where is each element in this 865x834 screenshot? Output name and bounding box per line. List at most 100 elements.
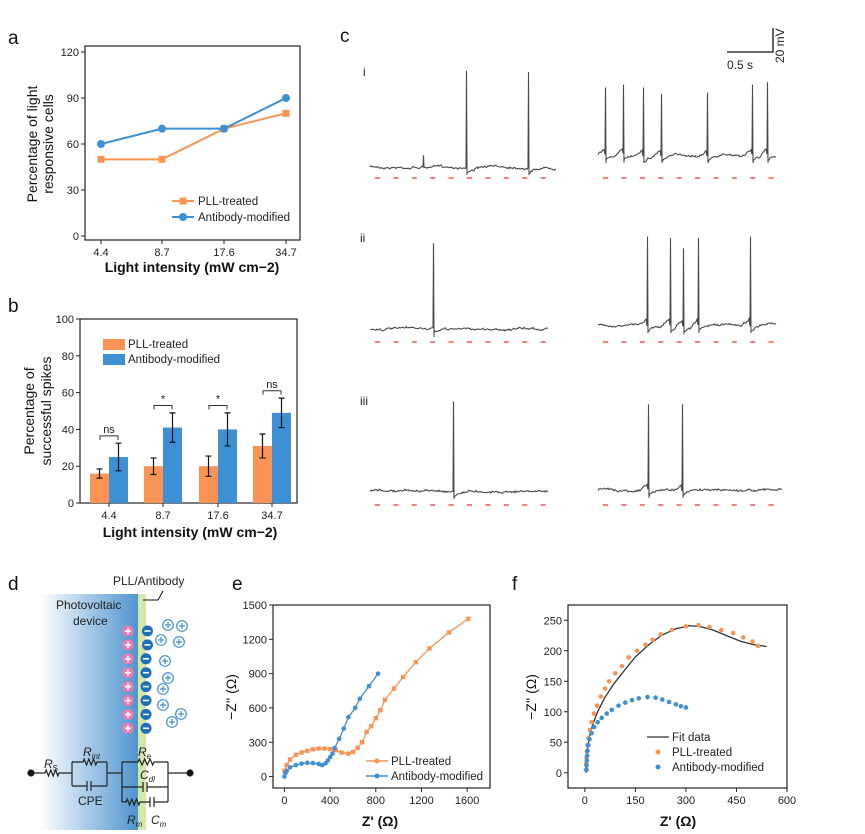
b-significance-bracket: [99, 435, 119, 440]
plus-glyph: [125, 641, 131, 648]
e-ytick-label: 0: [261, 772, 267, 784]
b-significance-label: *: [216, 393, 221, 405]
e-point: [339, 750, 344, 755]
a-legend-marker: [179, 213, 187, 221]
a-ylabel-line2: responsive cells: [40, 94, 56, 194]
b-bar-antibody: [272, 412, 291, 503]
e-point: [325, 758, 331, 763]
e-point: [446, 630, 452, 635]
f-point-pll: [594, 703, 600, 708]
plus-glyph: [160, 686, 166, 692]
e-point: [413, 659, 418, 665]
f-point-antibody: [629, 697, 635, 703]
c-scale-bar: [727, 28, 774, 53]
e-legend-pll: PLL-treated: [391, 756, 451, 768]
a-xtick-label: 34.7: [275, 247, 296, 259]
f-ytick-label: 0: [556, 768, 562, 780]
e-point: [401, 674, 406, 680]
b-legend-swatch: [103, 354, 125, 365]
a-point: [97, 140, 105, 148]
f-point-pll: [707, 624, 712, 630]
e-point: [299, 750, 304, 755]
e-point: [364, 729, 369, 735]
b-legend-antibody: Antibody-modified: [128, 354, 220, 366]
e-point: [359, 740, 365, 745]
f-point-antibody: [591, 724, 597, 730]
d-device-label-line2: device: [73, 614, 108, 628]
f-point-antibody: [673, 702, 679, 707]
b-ylabel-line1: Percentage of: [21, 367, 37, 454]
a-ylabel-line1: Percentage of light: [24, 86, 40, 203]
c-trace-i-right: [597, 82, 777, 164]
e-plot-frame: [272, 604, 491, 789]
f-point-antibody: [587, 736, 592, 742]
e-point: [366, 683, 372, 689]
plus-glyph: [125, 697, 131, 704]
b-ytick-label: 60: [62, 388, 74, 400]
e-point: [375, 671, 381, 676]
a-ytick-label: 60: [67, 139, 79, 151]
plus-glyph: [125, 683, 131, 690]
e-point: [373, 716, 378, 721]
e-ytick-label: 300: [249, 737, 267, 749]
e-point: [427, 646, 432, 651]
a-point: [97, 155, 105, 163]
e-point: [346, 714, 351, 720]
a-legend-marker: [179, 197, 187, 205]
a-series-line-antibody: [100, 97, 287, 145]
e-xlabel: Z' (Ω): [362, 813, 398, 829]
e-point: [382, 697, 388, 703]
d-leader-line: [143, 590, 164, 601]
b-ytick-label: 20: [62, 461, 74, 473]
b-legend-pll: PLL-treated: [128, 339, 188, 351]
f-point-pll: [740, 635, 746, 640]
d-device-label-line1: Photovoltaic: [56, 598, 121, 612]
e-ytick-label: 1500: [243, 600, 267, 612]
e-point: [352, 705, 358, 711]
c-trace-iii-right: [597, 404, 783, 499]
panel-label-f: f: [512, 574, 518, 595]
plus-glyph: [125, 725, 131, 732]
e-point: [378, 708, 383, 713]
d-cdl-label: Cdl: [140, 768, 155, 784]
a-xtick-label: 4.4: [93, 247, 108, 259]
plus-glyph: [125, 628, 131, 634]
b-ytick-label: 100: [56, 314, 74, 326]
f-point-antibody: [595, 719, 600, 725]
f-xtick-label: 300: [677, 795, 695, 807]
panel-label-a: a: [8, 28, 19, 49]
e-point: [350, 749, 356, 755]
d-cm-label: Cm: [151, 813, 167, 829]
e-point: [327, 754, 333, 760]
b-bar-antibody: [218, 429, 237, 503]
a-point: [282, 94, 290, 102]
a-ytick-label: 120: [61, 47, 79, 59]
plus-glyph: [125, 655, 131, 662]
e-point: [316, 746, 321, 751]
f-point-pll: [750, 639, 755, 644]
plus-glyph: [125, 669, 131, 676]
f-legend-pll: PLL-treated: [672, 747, 732, 759]
f-point-antibody: [678, 703, 684, 709]
f-point-pll: [598, 694, 604, 699]
e-point: [293, 752, 299, 758]
f-legend-antibody: Antibody-modified: [672, 762, 764, 774]
f-point-antibody: [622, 700, 628, 705]
plus-glyph: [169, 719, 175, 725]
e-point: [391, 686, 397, 691]
e-point: [305, 748, 310, 754]
b-error-bar: [96, 468, 103, 479]
d-cpe-label: CPE: [78, 794, 103, 808]
b-error-bar: [278, 397, 285, 429]
f-point-antibody: [604, 711, 610, 716]
c-trace-iii-left: [369, 401, 548, 500]
rs-resistor: [31, 768, 72, 778]
c-scalebar-voltage-label: 20 mV: [773, 28, 787, 63]
f-point-pll: [696, 622, 701, 628]
e-point: [332, 745, 337, 751]
b-xtick-label: 17.6: [207, 510, 228, 522]
e-point: [293, 762, 299, 768]
b-error-bar: [150, 457, 157, 476]
d-layer-label: PLL/Antibody: [113, 574, 184, 588]
